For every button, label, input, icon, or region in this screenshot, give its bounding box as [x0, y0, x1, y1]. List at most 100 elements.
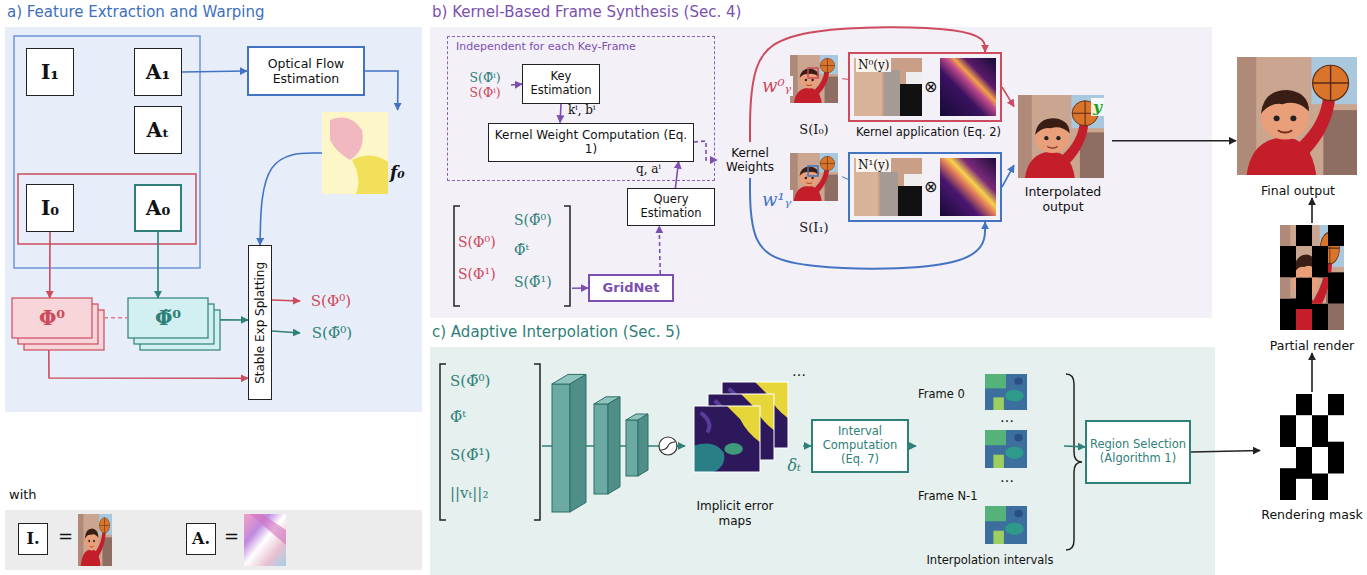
- node-label: Final output: [1236, 183, 1360, 198]
- sigmoid-symbol: [659, 437, 677, 455]
- neighbourhood-patch: [900, 84, 922, 116]
- neighbourhood-patch: [898, 186, 922, 216]
- network-box: GridNet: [588, 274, 674, 302]
- neighbourhood-patch: [880, 172, 898, 216]
- image-box: Aₜ: [134, 106, 182, 154]
- partial-render-image: [1280, 225, 1344, 330]
- node-label: with: [9, 487, 37, 503]
- diagram-label: ⊗: [924, 78, 937, 96]
- diagram-label: ⊗: [924, 178, 937, 196]
- process-box: Kernel Weight Computation (Eq. 1): [488, 123, 694, 162]
- cnn-layer: [570, 374, 586, 512]
- interval-map: [985, 430, 1027, 468]
- node-label: Region Selection (Algorithm 1): [1089, 438, 1187, 466]
- node-label: A.: [192, 529, 210, 548]
- panel-ground: [5, 27, 422, 412]
- frame-thumbnail: S(I₀): [786, 52, 842, 138]
- group-outline: [14, 36, 200, 268]
- mask-image: [1328, 474, 1344, 501]
- diagram-label: …: [1000, 410, 1014, 424]
- node-label: Frame N-1: [918, 490, 978, 504]
- interval-map: [985, 506, 1027, 544]
- group-outline: [18, 174, 196, 244]
- cnn-layer: [626, 420, 638, 476]
- process-box: Key Estimation: [522, 64, 600, 104]
- node-label: I₁: [41, 60, 59, 84]
- node-label: Aₜ: [147, 118, 170, 142]
- output-image: Final output: [1236, 55, 1360, 198]
- connector: [909, 445, 916, 447]
- node-label: Implicit error maps: [685, 499, 785, 528]
- image-box: I₀: [26, 184, 74, 232]
- frame-thumbnail: [790, 153, 838, 201]
- brace: [1066, 374, 1082, 550]
- connector: [750, 178, 985, 269]
- node-label: Kernel Weights: [717, 146, 783, 175]
- node-label: S(Φ̃¹): [450, 446, 490, 464]
- node-label: S(Φ⁰): [458, 234, 496, 251]
- node-label: N¹(y): [856, 158, 891, 172]
- panel-heading: b) Kernel-Based Frame Synthesis (Sec. 4): [432, 3, 741, 21]
- output-term: S(Φ⁰): [300, 289, 362, 313]
- mask-image: [1280, 394, 1296, 415]
- image-box: A₁: [134, 48, 182, 96]
- diagram-label: Kernel application (Eq. 2): [856, 126, 1001, 139]
- group-outline: [14, 36, 200, 268]
- process-box: Interval Computation (Eq. 7): [811, 419, 909, 473]
- connector: [49, 350, 248, 378]
- interval-map: [985, 374, 1027, 544]
- connector: [750, 27, 985, 142]
- partial-render-image: [1280, 225, 1344, 330]
- partial-render: Partial render: [1260, 223, 1364, 353]
- panel-ground: [430, 347, 1215, 575]
- input-matrix: S(Φ̃⁰)Φ̃ᵗS(Φ̃¹)||vₜ||₂: [438, 362, 542, 522]
- connector: [182, 71, 247, 72]
- node-label: f₀: [390, 162, 405, 182]
- connector: [260, 153, 322, 245]
- matrix-bracket: [454, 206, 460, 306]
- node-label: Query Estimation: [630, 193, 712, 221]
- node-label: S(Φ¹): [458, 266, 496, 283]
- node-label: S(Φ̃⁰): [514, 212, 552, 229]
- mask-image: [1296, 479, 1312, 500]
- mask-image: [1280, 394, 1344, 500]
- connector: [1002, 87, 1014, 107]
- flow-image: [322, 112, 388, 194]
- panel-ground: [5, 27, 1215, 575]
- node-label: Optical Flow Estimation: [251, 56, 361, 86]
- output-image: [1018, 57, 1357, 178]
- panel: a) Feature Extraction and WarpingI₁A₁AₜI…: [5, 27, 422, 412]
- node-label: A₀: [146, 196, 170, 220]
- connector: [559, 104, 562, 123]
- process-box: Region Selection (Algorithm 1): [1085, 420, 1191, 484]
- output-image: yInterpolated output: [1014, 92, 1112, 214]
- error-map: [694, 382, 788, 472]
- node-label: S(Φ̃¹): [514, 274, 552, 291]
- connector: [1311, 198, 1313, 223]
- node-label: S(I₀): [786, 122, 842, 138]
- connector: [659, 226, 660, 274]
- mask-image: [1280, 447, 1296, 468]
- sigmoid-symbol: [661, 442, 675, 450]
- output-term: S(Φ̃⁰): [300, 320, 364, 346]
- feature-stack: [12, 298, 220, 350]
- node-label: y: [1091, 98, 1104, 116]
- node-label: I₀: [41, 196, 59, 220]
- notation-box: I.: [18, 523, 48, 555]
- node-label: I.: [26, 529, 39, 548]
- flow-image: [330, 118, 363, 160]
- connector: [803, 445, 811, 447]
- neighbourhood-patch: [884, 70, 900, 116]
- feature-stack: [12, 298, 92, 338]
- connector: [49, 232, 51, 298]
- connector: [675, 162, 678, 189]
- matrix-bracket: [440, 364, 446, 520]
- diagram-label: =: [58, 526, 73, 546]
- matrix-bracket: [534, 364, 540, 520]
- kernel-heatmap: [940, 158, 996, 216]
- node-label: Φ̃ᵗ: [450, 408, 466, 426]
- sigmoid-symbol: [659, 437, 677, 455]
- node-label: Partial render: [1260, 338, 1364, 353]
